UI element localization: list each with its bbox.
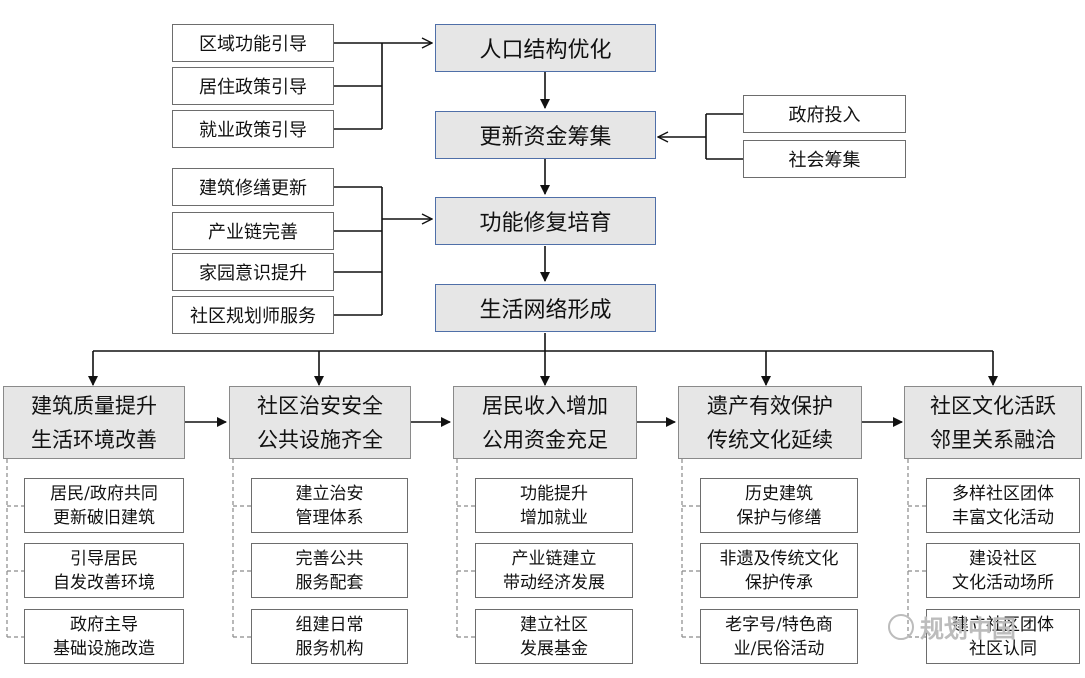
category-head-security: 社区治安安全 公共设施齐全 xyxy=(229,386,411,459)
category-head-heritage: 遗产有效保护 传统文化延续 xyxy=(678,386,862,459)
category-line2: 公共设施齐全 xyxy=(257,427,383,452)
sub-box: 居民/政府共同更新破旧建筑 xyxy=(24,478,184,533)
left-box-building-repair: 建筑修缮更新 xyxy=(172,168,334,206)
category-line2: 传统文化延续 xyxy=(707,427,833,452)
category-line2: 公用资金充足 xyxy=(482,427,608,452)
right-box-social-funding: 社会筹集 xyxy=(743,140,906,178)
sub-line: 建立社区团体 xyxy=(952,614,1054,635)
sub-box: 产业链建立带动经济发展 xyxy=(475,543,633,598)
category-line1: 居民收入增加 xyxy=(482,393,608,418)
category-head-income: 居民收入增加 公用资金充足 xyxy=(453,386,637,459)
sub-line: 多样社区团体 xyxy=(952,483,1054,504)
sub-line: 保护传承 xyxy=(745,572,813,593)
sub-line: 业/民俗活动 xyxy=(733,638,825,659)
sub-line: 基础设施改造 xyxy=(53,638,155,659)
sub-line: 完善公共 xyxy=(295,548,364,569)
right-box-gov-investment: 政府投入 xyxy=(743,95,906,133)
sub-line: 文化活动场所 xyxy=(952,572,1054,593)
sub-line: 引导居民 xyxy=(70,548,138,569)
left-box-housing-policy: 居住政策引导 xyxy=(172,67,334,105)
sub-line: 政府主导 xyxy=(70,614,138,635)
sub-box: 非遗及传统文化保护传承 xyxy=(700,543,858,598)
main-box-function: 功能修复培育 xyxy=(435,197,656,245)
sub-box: 建设社区文化活动场所 xyxy=(926,543,1080,598)
main-box-life-network: 生活网络形成 xyxy=(435,284,656,332)
sub-line: 产业链建立 xyxy=(511,548,597,569)
category-head-building: 建筑质量提升 生活环境改善 xyxy=(3,386,185,459)
sub-line: 丰富文化活动 xyxy=(952,507,1054,528)
watermark: 规划中国 xyxy=(888,609,1016,644)
wechat-icon xyxy=(888,613,914,640)
main-box-population: 人口结构优化 xyxy=(435,24,656,72)
sub-box: 功能提升增加就业 xyxy=(475,478,633,533)
watermark-text: 规划中国 xyxy=(920,615,1016,643)
sub-box: 建立社区发展基金 xyxy=(475,609,633,664)
sub-line: 自发改善环境 xyxy=(53,572,155,593)
sub-line: 社区认同 xyxy=(969,638,1037,659)
left-box-region-function: 区域功能引导 xyxy=(172,24,334,62)
sub-line: 居民/政府共同 xyxy=(50,483,158,504)
sub-box: 历史建筑保护与修缮 xyxy=(700,478,858,533)
sub-line: 功能提升 xyxy=(520,483,588,504)
category-line1: 社区文化活跃 xyxy=(930,393,1056,418)
sub-line: 组建日常 xyxy=(295,614,364,635)
sub-box: 建立治安管理体系 xyxy=(251,478,408,533)
sub-line: 发展基金 xyxy=(520,638,588,659)
category-head-culture: 社区文化活跃 邻里关系融洽 xyxy=(904,386,1082,459)
sub-box: 多样社区团体丰富文化活动 xyxy=(926,478,1080,533)
sub-line: 建设社区 xyxy=(969,548,1037,569)
sub-box: 老字号/特色商业/民俗活动 xyxy=(700,609,858,664)
sub-box: 建立社区团体社区认同 xyxy=(926,609,1080,664)
sub-line: 管理体系 xyxy=(295,507,364,528)
sub-line: 增加就业 xyxy=(520,507,588,528)
sub-box: 政府主导基础设施改造 xyxy=(24,609,184,664)
sub-line: 更新破旧建筑 xyxy=(53,507,155,528)
sub-line: 非遗及传统文化 xyxy=(719,548,839,569)
sub-line: 带动经济发展 xyxy=(503,572,605,593)
sub-box: 组建日常服务机构 xyxy=(251,609,408,664)
main-box-funding: 更新资金筹集 xyxy=(435,111,656,159)
left-box-employment-policy: 就业政策引导 xyxy=(172,110,334,148)
sub-line: 历史建筑 xyxy=(745,483,813,504)
sub-box: 完善公共服务配套 xyxy=(251,543,408,598)
category-line2: 邻里关系融洽 xyxy=(930,427,1056,452)
left-box-home-awareness: 家园意识提升 xyxy=(172,253,334,291)
sub-line: 老字号/特色商 xyxy=(725,614,833,635)
left-box-planner-service: 社区规划师服务 xyxy=(172,296,334,334)
category-line1: 遗产有效保护 xyxy=(707,393,833,418)
category-line2: 生活环境改善 xyxy=(31,427,157,452)
category-line1: 建筑质量提升 xyxy=(31,393,157,418)
left-box-industry-chain: 产业链完善 xyxy=(172,212,334,250)
sub-line: 服务配套 xyxy=(295,572,364,593)
sub-line: 建立治安 xyxy=(295,483,364,504)
sub-line: 保护与修缮 xyxy=(736,507,822,528)
sub-line: 服务机构 xyxy=(295,638,364,659)
category-line1: 社区治安安全 xyxy=(257,393,383,418)
sub-line: 建立社区 xyxy=(520,614,588,635)
sub-box: 引导居民自发改善环境 xyxy=(24,543,184,598)
